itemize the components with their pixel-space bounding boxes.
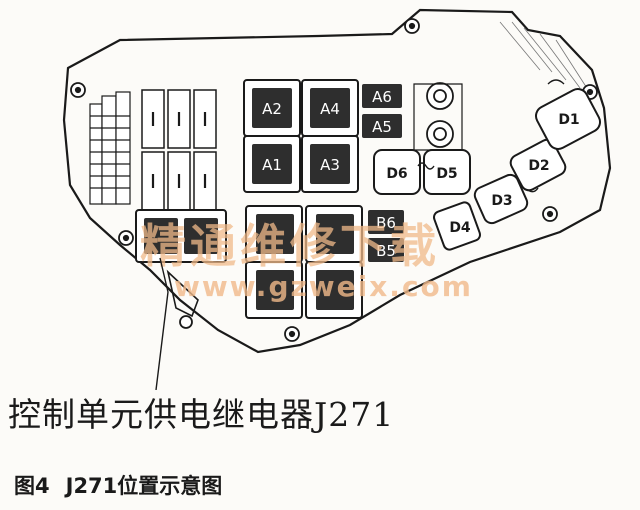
relay-bodies xyxy=(144,84,404,310)
relay-b5 xyxy=(368,238,404,262)
mounting-holes xyxy=(70,18,598,342)
relay-label-b6: B6 xyxy=(376,214,396,232)
relay-label-a2: A2 xyxy=(262,100,282,118)
diode-label-d3: D3 xyxy=(491,193,512,209)
figure-title: J271位置示意图 xyxy=(65,474,223,498)
housing-hatching xyxy=(499,21,593,97)
diode-d1 xyxy=(535,88,601,150)
mounting-tab xyxy=(166,269,199,318)
fuse-box-diagram: A2 A4 A1 A3 A6 A5 B6 B5 D6 D5 D4 D3 D2 D… xyxy=(62,8,612,390)
callout-label-j271: 控制单元供电继电器J271 xyxy=(8,395,395,434)
figure-number: 图4 xyxy=(14,474,50,498)
watermark-url: www.gzweix.com xyxy=(174,270,473,303)
diode-d2 xyxy=(509,138,567,192)
diode-label-d1: D1 xyxy=(558,112,579,128)
relay-a5 xyxy=(362,114,402,138)
diode-modules xyxy=(373,88,601,251)
relay-j271 xyxy=(144,218,178,254)
diode-d4 xyxy=(432,201,482,251)
relay-label-a4: A4 xyxy=(320,100,340,118)
relay-lower-1 xyxy=(256,214,294,254)
diode-label-d4: D4 xyxy=(449,220,471,236)
mini-fuse-stack xyxy=(89,91,131,205)
relay-a6 xyxy=(362,84,402,108)
relay-j271-pair xyxy=(184,218,218,254)
relay-b6 xyxy=(368,210,404,234)
diode-label-d2: D2 xyxy=(528,158,549,174)
relay-label-a6: A6 xyxy=(372,88,392,106)
relay-a1 xyxy=(252,144,292,184)
relay-a2 xyxy=(252,88,292,128)
diode-d6 xyxy=(373,149,421,195)
diode-label-d6: D6 xyxy=(386,166,407,182)
figure-caption: 图4 J271位置示意图 xyxy=(14,470,222,500)
diode-d5 xyxy=(423,149,471,195)
relay-label-a3: A3 xyxy=(320,156,340,174)
relay-label-a1: A1 xyxy=(262,156,282,174)
terminal-studs xyxy=(426,82,454,148)
callout-leader-line xyxy=(155,257,169,390)
relay-lower-4 xyxy=(316,270,354,310)
relay-label-b5: B5 xyxy=(376,242,396,260)
relay-a4 xyxy=(310,88,350,128)
relay-lower-3 xyxy=(256,270,294,310)
maxi-fuse-marks xyxy=(151,112,207,188)
diode-d3 xyxy=(473,173,529,225)
diode-connectors xyxy=(417,79,565,193)
watermark-text: 精通维修下载 xyxy=(140,219,440,273)
relay-label-a5: A5 xyxy=(372,118,392,136)
relay-lower-2 xyxy=(316,214,354,254)
diode-label-d5: D5 xyxy=(436,166,457,182)
relay-a3 xyxy=(310,144,350,184)
